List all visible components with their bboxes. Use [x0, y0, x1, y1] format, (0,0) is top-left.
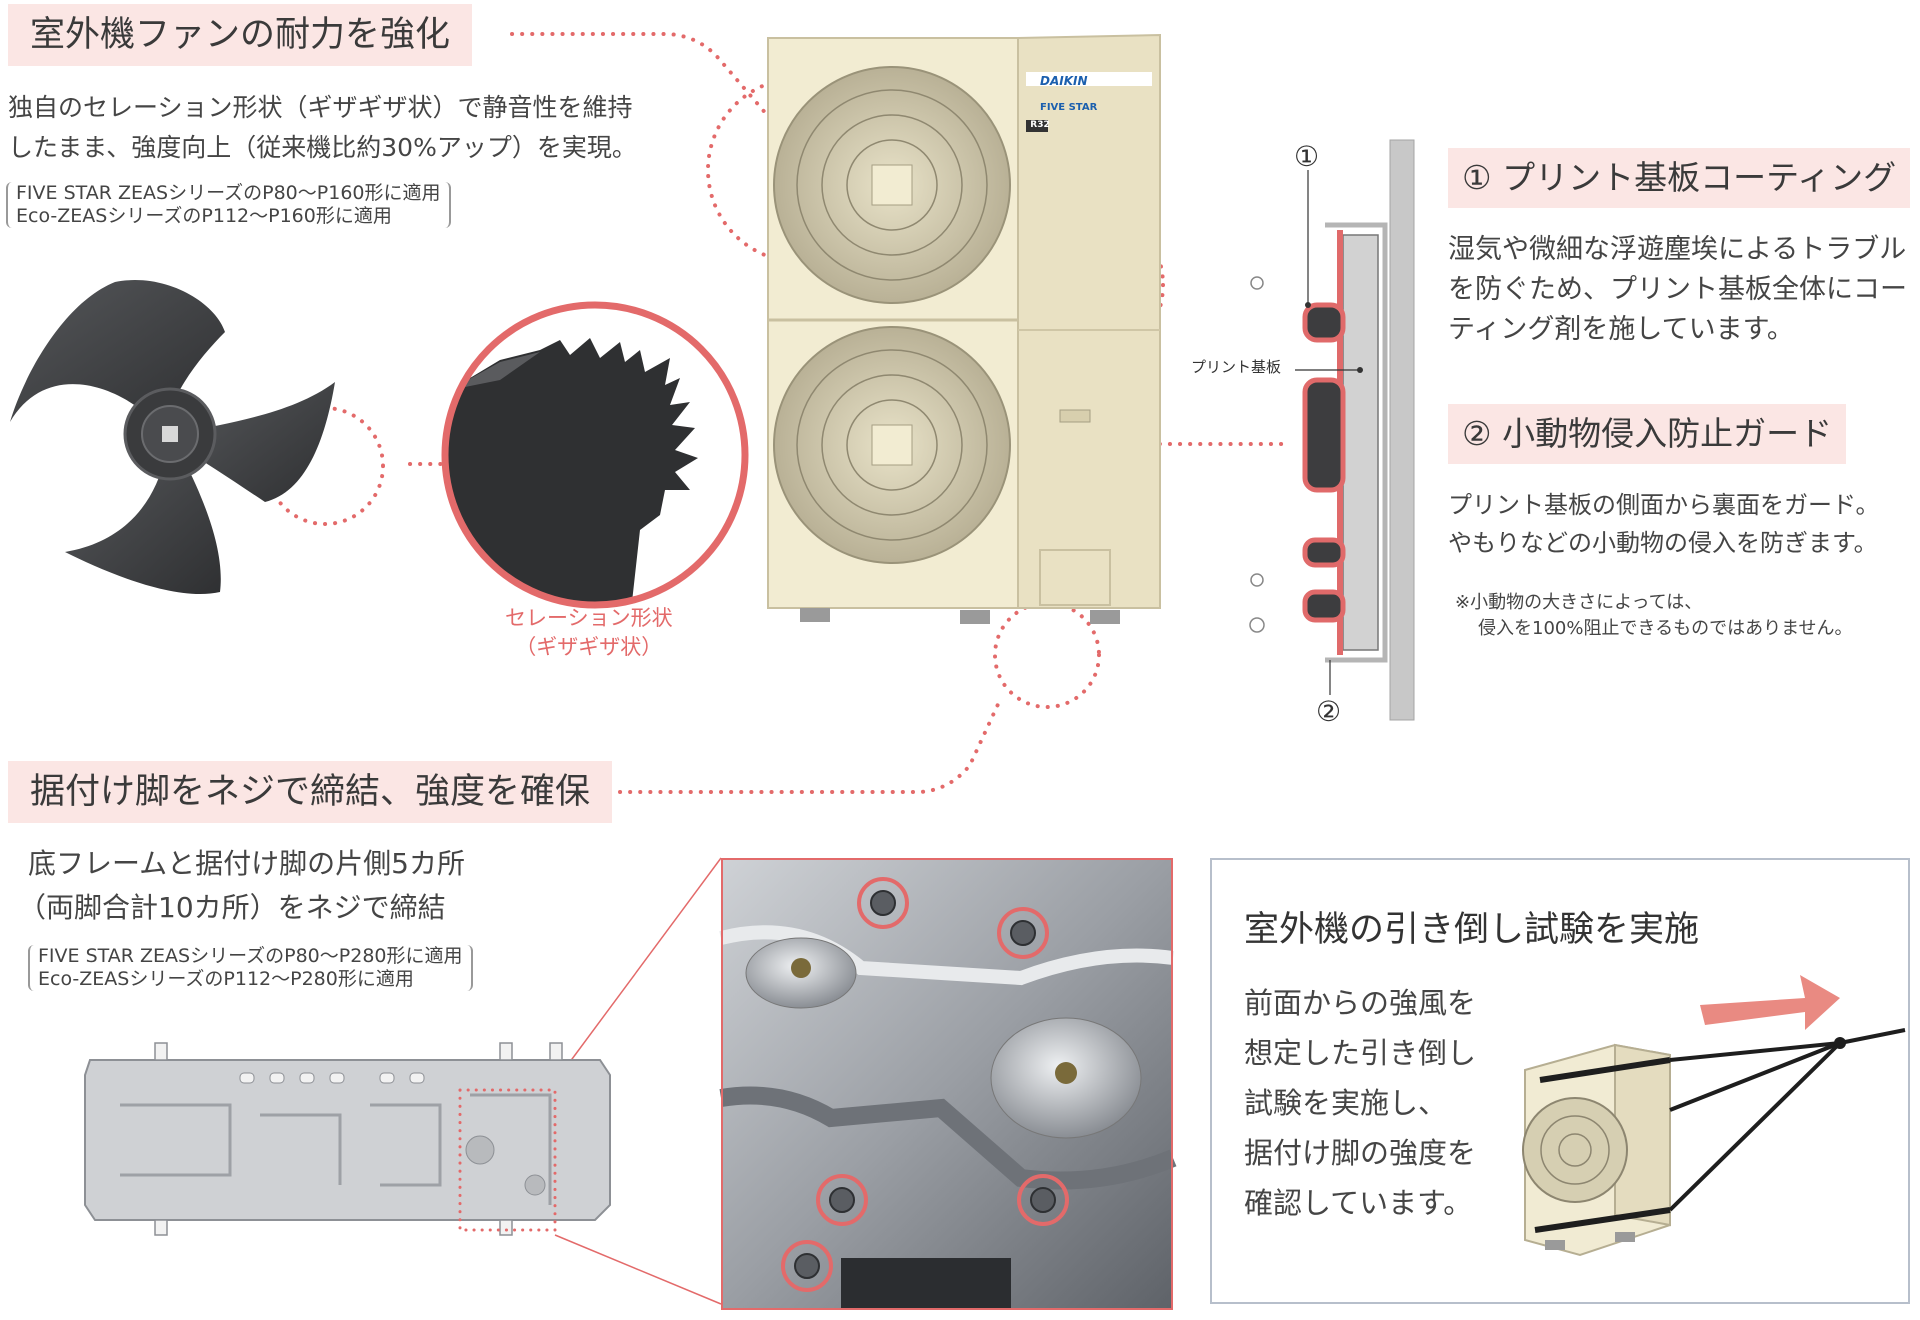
fan-description-line1: 独自のセレーション形状（ギザギザ状）で静音性を維持: [8, 93, 633, 122]
animal-guard-note-line1: ※小動物の大きさによっては、: [1455, 592, 1703, 613]
pcb-coating-heading: ① プリント基板コーティング: [1448, 148, 1911, 208]
marker-2-label: ②: [1316, 695, 1342, 728]
serration-label-line1: セレーション形状: [505, 606, 673, 630]
pcb-label: プリント基板: [1191, 358, 1282, 376]
marker-1-label: ①: [1294, 140, 1320, 173]
test-section-box: [1210, 858, 1910, 1304]
outdoor-unit-image: [767, 33, 1161, 624]
test-desc-line4: 据付け脚の強度を: [1244, 1136, 1477, 1170]
legs-note-line2: Eco-ZEASシリーズのP112〜P280形に適用: [38, 968, 414, 990]
fan-section-heading: 室外機ファンの耐力を強化: [8, 4, 473, 66]
legs-section-heading: 据付け脚をネジで締結、強度を確保: [8, 761, 613, 823]
series-badge: FIVE STAR: [1040, 102, 1098, 113]
legs-note-line1: FIVE STAR ZEASシリーズのP80〜P280形に適用: [38, 945, 463, 967]
legs-desc-line1: 底フレームと据付け脚の片側5カ所: [28, 847, 465, 880]
animal-guard-heading: ② 小動物侵入防止ガード: [1448, 404, 1847, 464]
test-section-heading: 室外機の引き倒し試験を実施: [1244, 910, 1700, 950]
fan-blade-image: [10, 280, 335, 594]
test-desc-line2: 想定した引き倒し: [1244, 1036, 1477, 1070]
animal-guard-desc-line2: やもりなどの小動物の侵入を防ぎます。: [1448, 529, 1878, 557]
pcb-coating-desc-line3: ティング剤を施しています。: [1448, 314, 1794, 345]
pcb-cross-section-diagram: [1249, 139, 1415, 721]
fan-note-line2: Eco-ZEASシリーズのP112〜P160形に適用: [16, 205, 392, 227]
legs-applicability-note: FIVE STAR ZEASシリーズのP80〜P280形に適用 Eco-ZEAS…: [28, 945, 473, 991]
fan-applicability-note: FIVE STAR ZEASシリーズのP80〜P160形に適用 Eco-ZEAS…: [6, 182, 451, 228]
animal-guard-desc-line1: プリント基板の側面から裏面をガード。: [1448, 491, 1880, 519]
test-desc-line5: 確認しています。: [1244, 1186, 1473, 1220]
fan-note-line1: FIVE STAR ZEASシリーズのP80〜P160形に適用: [16, 182, 441, 204]
leg-screw-closeup-photo: [719, 858, 1177, 1310]
pcb-coating-desc-line2: を防ぐため、プリント基板全体にコー: [1448, 274, 1907, 305]
refrigerant-badge: R32: [1030, 120, 1050, 130]
pcb-coating-desc-line1: 湿気や微細な浮遊塵埃によるトラブル: [1448, 234, 1907, 265]
base-frame-image: [84, 1042, 611, 1236]
brand-logo: DAIKIN: [1040, 74, 1088, 88]
serration-zoom-image: [441, 301, 749, 609]
legs-desc-line2: （両脚合計10カ所）をネジで締結: [18, 891, 446, 924]
serration-label-line2: （ギザギザ状）: [515, 635, 663, 659]
pull-test-illustration: [1522, 975, 1906, 1257]
animal-guard-note-line2: 侵入を100%阻止できるものではありません。: [1478, 618, 1853, 639]
serration-label: セレーション形状 （ギザギザ状）: [505, 604, 673, 662]
fan-description-line2: したまま、強度向上（従来機比約30%アップ）を実現。: [8, 133, 637, 162]
test-desc-line3: 試験を実施し、: [1244, 1086, 1448, 1120]
test-desc-line1: 前面からの強風を: [1244, 986, 1477, 1020]
